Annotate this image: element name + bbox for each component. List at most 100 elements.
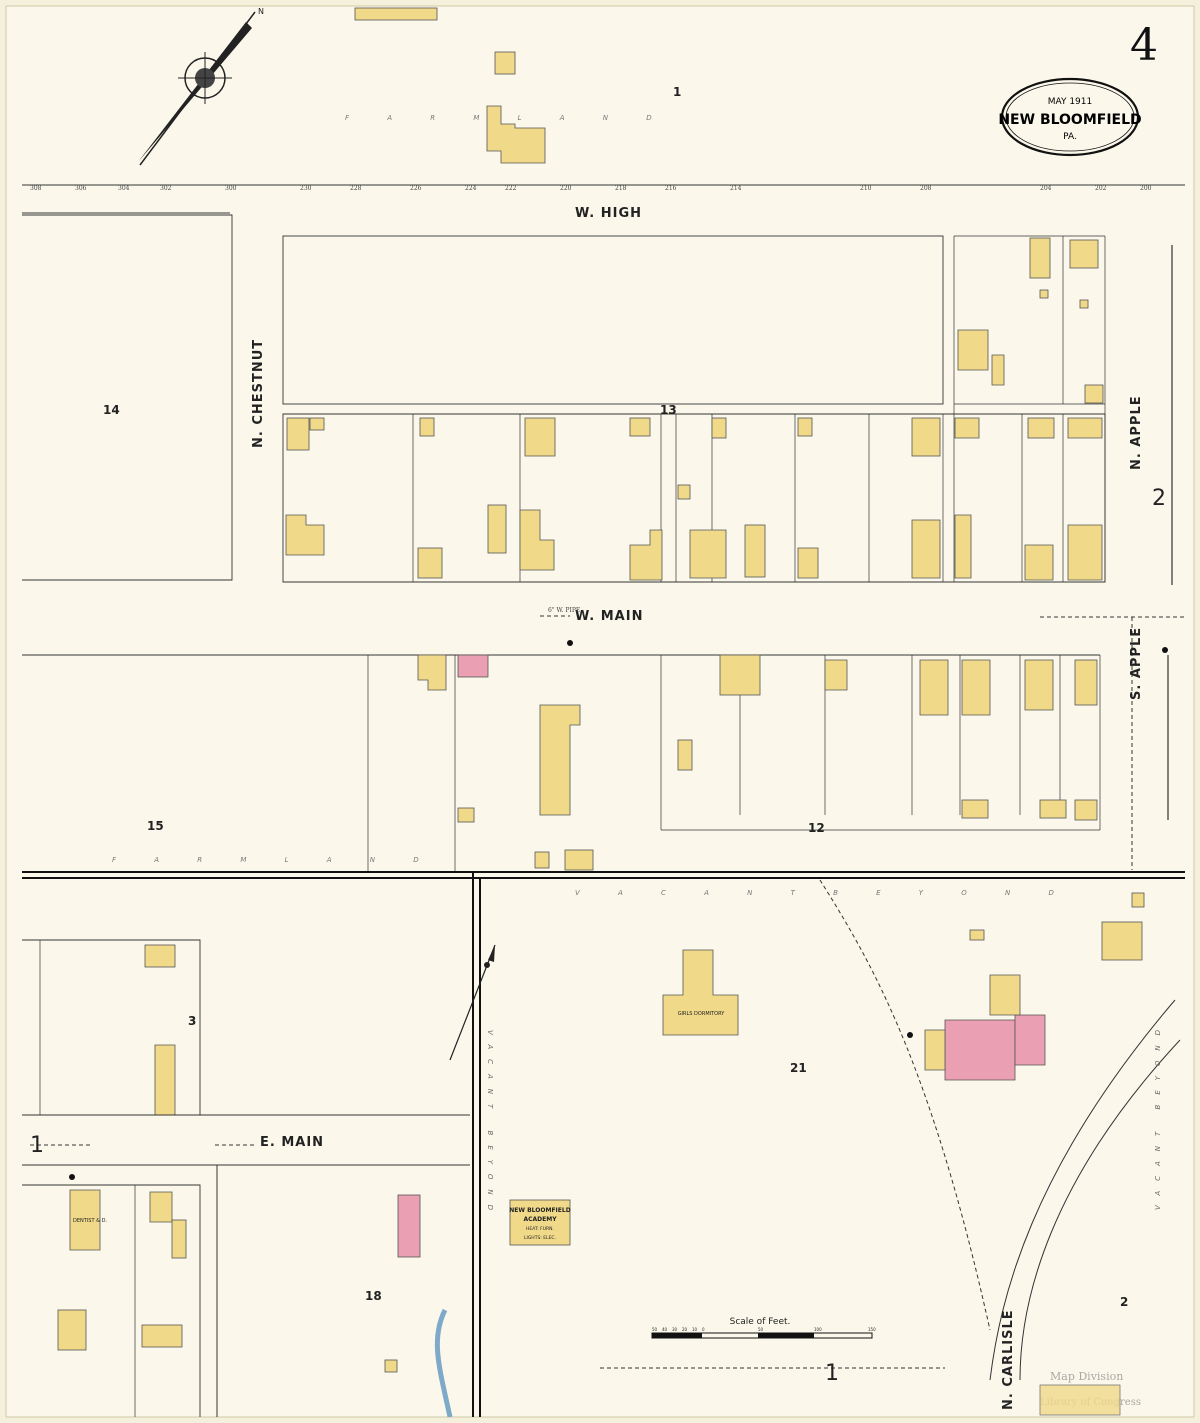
svg-text:302: 302 xyxy=(160,185,172,192)
svg-text:20: 20 xyxy=(682,1327,688,1332)
block-13-north-lot xyxy=(282,235,944,405)
building-dwelling xyxy=(486,105,546,164)
block-number-1: 1 xyxy=(673,85,681,99)
block-number-12: 12 xyxy=(808,821,825,835)
svg-text:40: 40 xyxy=(662,1327,668,1332)
edge-ref-bottom: 1 xyxy=(825,1361,839,1386)
svg-text:224: 224 xyxy=(465,185,477,192)
block-number-15: 15 xyxy=(147,819,164,833)
svg-text:50: 50 xyxy=(758,1327,764,1332)
academy-building: NEW BLOOMFIELD ACADEMY HEAT: FURN. LIGHT… xyxy=(509,1199,571,1246)
block-18-buildings: DENTIST & D. xyxy=(57,1189,421,1373)
svg-text:100: 100 xyxy=(814,1327,822,1332)
house-numbers-w-high: 308 306 304 302 300 230 228 226 224 222 220 21… xyxy=(30,185,1152,192)
svg-text:N: N xyxy=(258,7,264,16)
svg-text:218: 218 xyxy=(615,185,627,192)
farm-land-label: F A R M L A N D xyxy=(345,114,670,122)
compass-rose-icon: N xyxy=(138,7,264,166)
svg-text:LIGHTS: ELEC.: LIGHTS: ELEC. xyxy=(524,1235,556,1241)
water-pipe-diagonal xyxy=(819,879,991,1331)
svg-text:202: 202 xyxy=(1095,185,1107,192)
sheet-frame xyxy=(5,5,1195,1418)
building xyxy=(494,51,516,75)
building xyxy=(154,1044,176,1116)
large-dwelling xyxy=(539,704,581,816)
north-arrow-icon xyxy=(449,944,496,1061)
street-label-w-high: W. HIGH xyxy=(575,206,642,221)
block-18-west-outline xyxy=(22,1184,201,1417)
svg-text:150: 150 xyxy=(868,1327,876,1332)
vacant-beyond-label: V A C A N T B E Y O N D xyxy=(575,889,1072,897)
street-label-w-main: W. MAIN xyxy=(575,609,643,624)
girls-dormitory-label: GIRLS DORMITORY xyxy=(678,1011,726,1017)
vacant-beyond-vertical-2: VACANT BEYOND xyxy=(1154,1020,1162,1210)
svg-text:50: 50 xyxy=(652,1327,658,1332)
street-label-s-apple: S. APPLE xyxy=(1129,627,1144,700)
block-15-lot-lines xyxy=(367,655,1101,872)
street-label-e-main: E. MAIN xyxy=(260,1135,324,1150)
svg-text:204: 204 xyxy=(1040,185,1052,192)
street-label-n-carlisle: N. CARLISLE xyxy=(1001,1309,1016,1410)
block-number-2: 2 xyxy=(1120,1295,1128,1309)
block-number-21: 21 xyxy=(790,1061,807,1075)
scale-title: Scale of Feet. xyxy=(730,1317,791,1327)
main-hall-buildings xyxy=(924,892,1145,1081)
block-13-lot-lines xyxy=(412,235,1106,582)
hydrant-icon xyxy=(1162,647,1168,653)
svg-text:220: 220 xyxy=(560,185,572,192)
creek xyxy=(434,1308,453,1418)
building-top-strip xyxy=(354,7,438,21)
svg-text:NEW BLOOMFIELD: NEW BLOOMFIELD xyxy=(509,1207,570,1214)
svg-text:208: 208 xyxy=(920,185,932,192)
block-number-18: 18 xyxy=(365,1289,382,1303)
map-date: MAY 1911 xyxy=(1048,97,1093,107)
state-abbrev: PA. xyxy=(1063,132,1077,142)
hydrant-icon xyxy=(567,640,573,646)
scale-bar: Scale of Feet. 50 40 30 20 10 0 50 100 1… xyxy=(651,1317,876,1339)
farm-land-label-mid: F A R M L A N D xyxy=(112,856,437,864)
svg-text:210: 210 xyxy=(860,185,872,192)
svg-text:0: 0 xyxy=(702,1327,705,1332)
block-number-13: 13 xyxy=(660,403,677,417)
hydrant-icon xyxy=(69,1174,75,1180)
svg-text:HEAT: FURN.: HEAT: FURN. xyxy=(526,1226,554,1232)
svg-text:230: 230 xyxy=(300,185,312,192)
street-label-n-apple: N. APPLE xyxy=(1129,395,1144,470)
brick-building xyxy=(457,654,489,678)
town-name: NEW BLOOMFIELD xyxy=(998,112,1141,128)
svg-text:306: 306 xyxy=(75,185,87,192)
svg-text:300: 300 xyxy=(225,185,237,192)
brick-building xyxy=(397,1194,421,1258)
block-15-buildings xyxy=(417,654,1098,871)
street-label-n-chestnut: N. CHESTNUT xyxy=(251,339,266,448)
svg-text:228: 228 xyxy=(350,185,362,192)
edge-ref-left: 1 xyxy=(30,1133,44,1158)
svg-text:Map Division: Map Division xyxy=(1050,1370,1123,1383)
block-number-3: 3 xyxy=(188,1014,196,1028)
block-number-14: 14 xyxy=(103,403,120,417)
building xyxy=(1039,1384,1121,1416)
svg-text:226: 226 xyxy=(410,185,422,192)
vacant-beyond-vertical-1: VACANT BEYOND xyxy=(486,1030,494,1220)
block-13-buildings xyxy=(285,237,1104,581)
svg-text:30: 30 xyxy=(672,1327,678,1332)
svg-text:ACADEMY: ACADEMY xyxy=(523,1216,557,1223)
svg-text:308: 308 xyxy=(30,185,42,192)
building xyxy=(144,944,176,968)
svg-text:214: 214 xyxy=(730,185,742,192)
svg-text:200: 200 xyxy=(1140,185,1152,192)
svg-text:304: 304 xyxy=(118,185,130,192)
girls-dormitory: GIRLS DORMITORY xyxy=(662,949,739,1036)
svg-text:222: 222 xyxy=(505,185,517,192)
block-14-outline xyxy=(22,214,233,581)
title-cartouche: MAY 1911 NEW BLOOMFIELD PA. xyxy=(998,77,1142,157)
svg-text:10: 10 xyxy=(692,1327,698,1332)
water-pipe-label-w-main: 6" W. PIPE xyxy=(548,607,580,614)
dentist-label: DENTIST & D. xyxy=(73,1218,107,1224)
edge-ref-right: 2 xyxy=(1152,486,1166,511)
hydrant-icon xyxy=(907,1032,913,1038)
svg-text:216: 216 xyxy=(665,185,677,192)
n-carlisle-road-edge xyxy=(1019,1039,1181,1381)
sheet-number: 4 xyxy=(1130,20,1158,71)
